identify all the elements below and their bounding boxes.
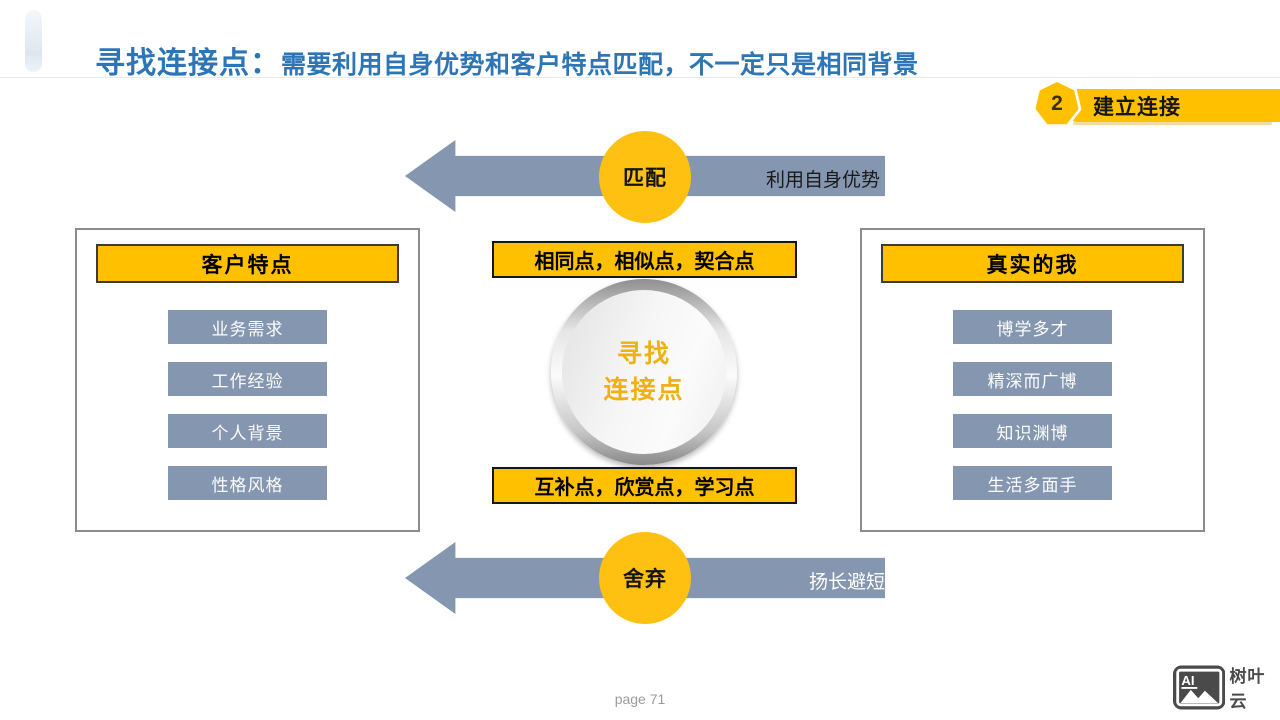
list-item-label: 业务需求 <box>211 319 284 339</box>
discard-circle: 舍弃 <box>599 532 691 624</box>
page-number: page 71 <box>614 691 666 707</box>
section-number: 2 <box>1051 92 1063 115</box>
brand-name: 树叶云 <box>1229 667 1266 711</box>
circle-title-line1: 寻找 <box>616 339 671 368</box>
match-circle-label: 匹配 <box>623 167 667 190</box>
mountain-icon <box>1180 689 1218 703</box>
complement-points-bar: 互补点，欣赏点，学习点 <box>492 467 797 504</box>
brand-logo-ai-text: AI <box>1181 673 1194 688</box>
list-item-label: 个人背景 <box>211 423 284 443</box>
common-points-bar: 相同点，相似点，契合点 <box>492 241 797 278</box>
customer-traits-panel: 客户特点 业务需求 工作经验 个人背景 性格风格 <box>75 228 420 532</box>
list-item: 博学多才 <box>953 310 1112 344</box>
customer-traits-list: 业务需求 工作经验 个人背景 性格风格 <box>77 310 418 500</box>
decorative-capsule <box>25 10 42 72</box>
customer-traits-header: 客户特点 <box>96 244 399 283</box>
brand-logo: AI 树叶云 <box>1173 662 1280 712</box>
section-badge-label: 建立连接 <box>1093 95 1181 119</box>
list-item: 知识渊博 <box>953 414 1112 448</box>
brand-logo-icon: AI <box>1173 664 1226 710</box>
page-title: 寻找连接点： 需要利用自身优势和客户特点匹配，不一定只是相同背景 <box>95 38 1195 82</box>
find-connection-circle-inner: 寻找 连接点 <box>562 290 726 454</box>
discard-annotation: 扬长避短 <box>808 572 885 593</box>
match-circle: 匹配 <box>599 131 691 223</box>
title-main: 寻找连接点： <box>95 47 281 80</box>
circle-title-line2: 连接点 <box>603 376 685 404</box>
list-item-label: 生活多面手 <box>987 475 1078 495</box>
list-item-label: 博学多才 <box>996 319 1069 339</box>
list-item: 生活多面手 <box>953 466 1112 500</box>
list-item-label: 知识渊博 <box>996 423 1069 443</box>
discard-circle-label: 舍弃 <box>623 568 667 591</box>
list-item-label: 工作经验 <box>211 371 284 391</box>
match-annotation: 利用自身优势 <box>765 170 880 191</box>
title-divider <box>0 77 1280 78</box>
list-item: 精深而广博 <box>953 362 1112 396</box>
section-badge-bar: 建立连接 <box>1069 89 1280 125</box>
list-item-label: 精深而广博 <box>987 371 1078 391</box>
real-me-list: 博学多才 精深而广博 知识渊博 生活多面手 <box>862 310 1203 500</box>
title-subtitle: 需要利用自身优势和客户特点匹配，不一定只是相同背景 <box>281 51 919 79</box>
find-connection-circle: 寻找 连接点 <box>551 279 737 465</box>
list-item: 性格风格 <box>168 466 327 500</box>
real-me-panel: 真实的我 博学多才 精深而广博 知识渊博 生活多面手 <box>860 228 1205 532</box>
list-item: 个人背景 <box>168 414 327 448</box>
list-item: 工作经验 <box>168 362 327 396</box>
list-item: 业务需求 <box>168 310 327 344</box>
real-me-header: 真实的我 <box>881 244 1184 283</box>
list-item-label: 性格风格 <box>211 475 284 495</box>
section-number-badge: 2 <box>1035 82 1079 125</box>
